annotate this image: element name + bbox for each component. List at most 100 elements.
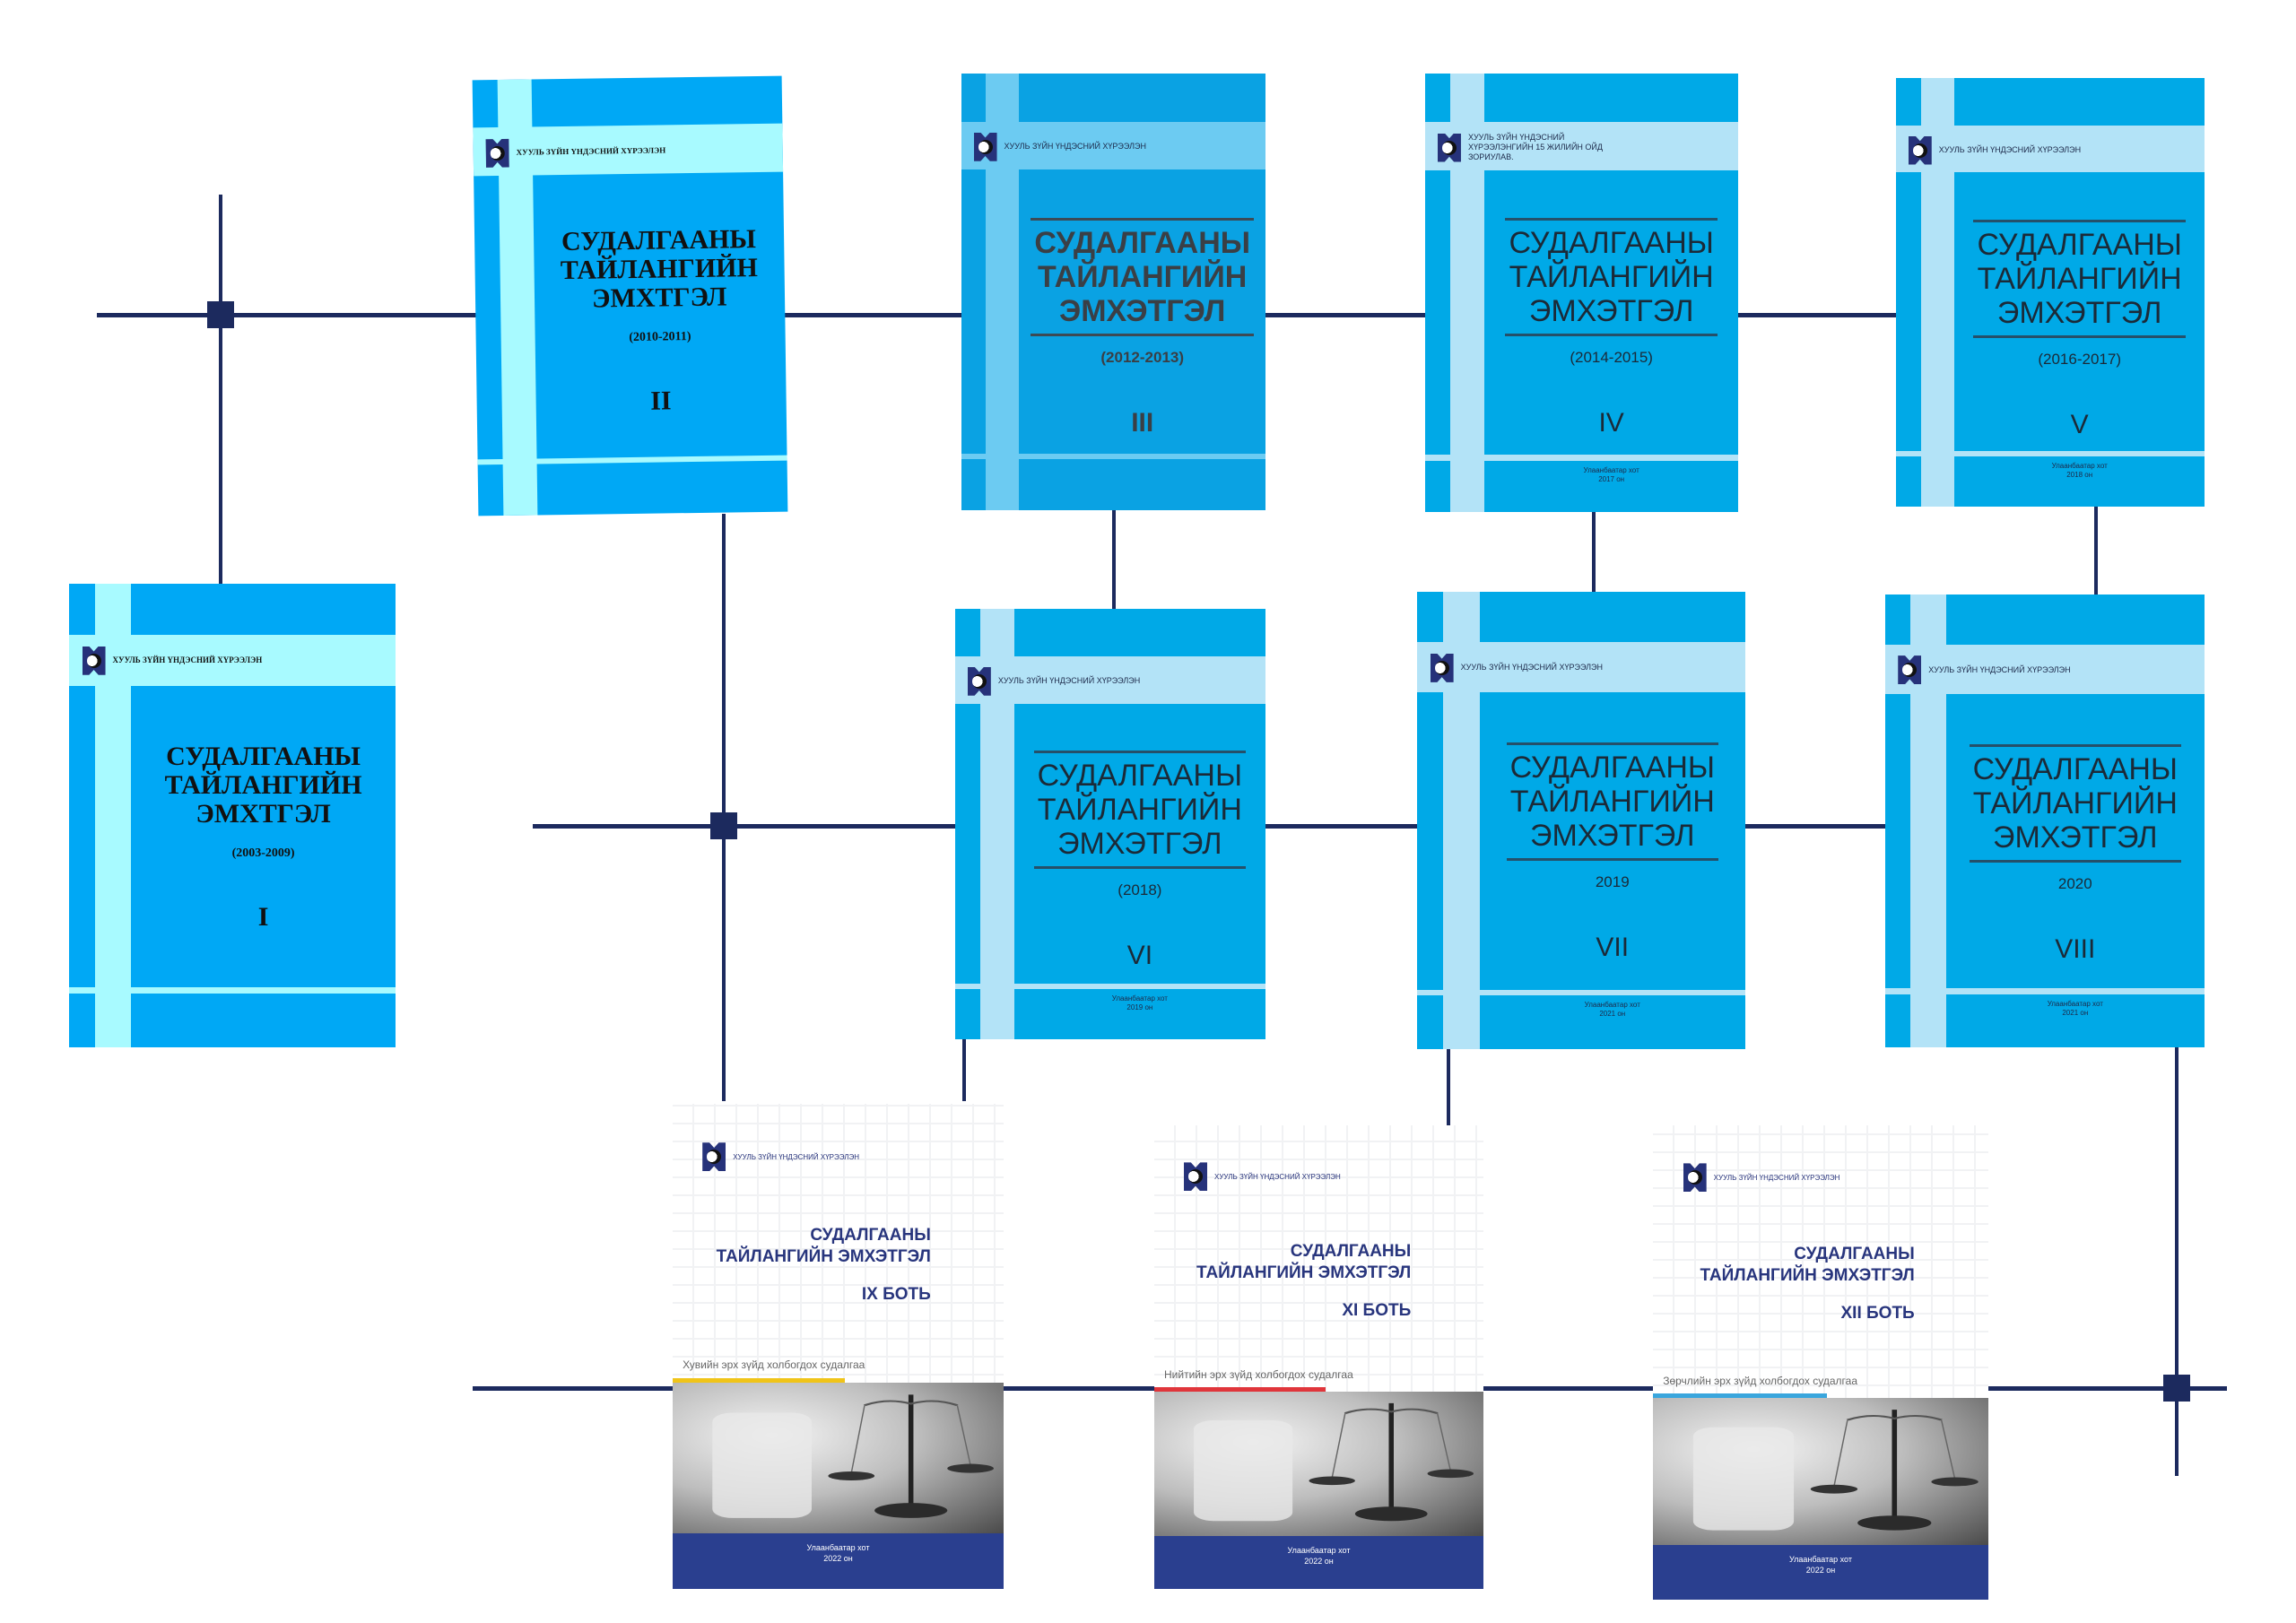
- cover-years: (2010-2011): [629, 330, 691, 345]
- cover-line: [1885, 988, 2205, 994]
- volume-number: III: [1131, 407, 1154, 438]
- volume-number: IX БОТЬ: [861, 1285, 931, 1305]
- cover-title-line: СУДАЛГААНЫ: [166, 741, 361, 771]
- cover-line: [1417, 989, 1745, 996]
- cover-line: [69, 986, 396, 994]
- publisher-name: ХУУЛЬ ЗҮЙН ҮНДЭСНИЙ ХҮРЭЭЛЭН: [112, 655, 263, 665]
- cover-years: (2014-2015): [1570, 349, 1653, 367]
- institute-logo-icon: [1184, 1162, 1208, 1192]
- connector-line: [2175, 1047, 2179, 1476]
- publisher-name: ХУУЛЬ ЗҮЙН ҮНДЭСНИЙ ХҮРЭЭЛЭН: [1928, 664, 2071, 674]
- cover-title-line: ТАЙЛАНГИЙН: [1509, 260, 1714, 295]
- cover-title-line: ЭМХЭТГЭЛ: [1528, 294, 1694, 329]
- volume-number: VIII: [2055, 933, 2096, 964]
- volume-number: II: [650, 386, 672, 417]
- imprint-year: 2022 он: [1805, 1566, 1836, 1575]
- publisher-name: ХУУЛЬ ЗҮЙН ҮНДЭСНИЙ ХҮРЭЭЛЭН: [1713, 1173, 1840, 1182]
- institute-logo: ХУУЛЬ ЗҮЙН ҮНДЭСНИЙ ХҮРЭЭЛЭН: [485, 136, 665, 168]
- accent-bar: [673, 1377, 845, 1383]
- volume-number: I: [257, 901, 269, 932]
- cover-subtitle: Хувийн эрх зүйд холбогдох судалгаа: [683, 1358, 865, 1372]
- institute-logo-icon: [1908, 135, 1932, 165]
- cover-title-line: СУДАЛГААНЫ: [1037, 759, 1243, 794]
- cover-years: 2019: [1595, 873, 1630, 891]
- cover-title-line: ТАЙЛАНГИЙН: [560, 253, 759, 286]
- cover-title-line: ТАЙЛАНГИЙН: [1038, 259, 1248, 294]
- institute-logo-icon: [485, 138, 509, 167]
- cover-title-line: ТАЙЛАНГИЙН: [1509, 785, 1715, 820]
- imprint-year: 2019 он: [1126, 1002, 1153, 1011]
- imprint-year: 2022 он: [1304, 1556, 1334, 1566]
- scales-of-justice-image: [673, 1383, 1004, 1533]
- institute-logo: ХУУЛЬ ЗҮЙН ҮНДЭСНИЙ ХҮРЭЭЛЭН: [973, 132, 1146, 161]
- institute-logo-icon: [1437, 133, 1461, 162]
- connector-line: [2094, 507, 2098, 595]
- institute-logo-icon: [1898, 655, 1922, 685]
- publisher-name: ХУУЛЬ ЗҮЙН ҮНДЭСНИЙ ХҮРЭЭЛЭН: [1214, 1172, 1341, 1181]
- connector-line: [1112, 510, 1116, 609]
- publisher-name: ХУУЛЬ ЗҮЙН ҮНДЭСНИЙ ХҮРЭЭЛЭН: [1460, 663, 1604, 673]
- publisher-name: ХУУЛЬ ЗҮЙН ҮНДЭСНИЙ ХҮРЭЭЛЭН: [516, 145, 666, 157]
- cover-title-block: СУДАЛГААНЫ ТАЙЛАНГИЙН ЭМХЭТГЭЛ IX БОТЬ: [673, 1225, 931, 1306]
- cover-subtitle: Зөрчлийн эрх зүйд холбогдох судалгаа: [1663, 1374, 1857, 1387]
- cover-band: [961, 121, 1265, 170]
- cover-line: [955, 983, 1265, 989]
- cover-title-line: ТАЙЛАНГИЙН ЭМХЭТГЭЛ: [716, 1247, 931, 1267]
- cover-title-line: ЭМХЭТГЭЛ: [1530, 819, 1695, 854]
- imprint-year: 2021 он: [1599, 1010, 1626, 1019]
- scales-of-justice-image: [1653, 1398, 1988, 1546]
- book-cover-vol-9[interactable]: ХУУЛЬ ЗҮЙН ҮНДЭСНИЙ ХҮРЭЭЛЭН СУДАЛГААНЫ ТА…: [673, 1104, 1004, 1589]
- cover-title-line: СУДАЛГААНЫ: [561, 224, 757, 257]
- accent-bar: [1154, 1387, 1326, 1393]
- cover-line: [1896, 450, 2205, 457]
- institute-logo-icon: [82, 646, 106, 675]
- book-cover-vol-4[interactable]: ХУУЛЬ ЗҮЙН ҮНДЭСНИЙ ХҮРЭЭЛЭНГИЙН 15 ЖИЛИ…: [1425, 74, 1738, 512]
- institute-logo: ХУУЛЬ ЗҮЙН ҮНДЭСНИЙ ХҮРЭЭЛЭН: [1898, 655, 2071, 685]
- institute-logo-icon: [1683, 1163, 1707, 1193]
- institute-logo-icon: [1430, 653, 1454, 682]
- scales-of-justice-image: [1154, 1392, 1483, 1536]
- imprint-city: Улаанбаатар хот: [806, 1542, 870, 1552]
- volume-number: IV: [1598, 408, 1624, 438]
- imprint-city: Улаанбаатар хот: [1287, 1545, 1351, 1555]
- publisher-name: ХУУЛЬ ЗҮЙН ҮНДЭСНИЙ ХҮРЭЭЛЭН: [733, 1152, 859, 1161]
- cover-band: [1885, 644, 2205, 695]
- imprint-city: Улаанбаатар хот: [1789, 1555, 1852, 1565]
- cover-title-line: ЭМХТГЭЛ: [196, 798, 331, 829]
- institute-logo-icon: [967, 666, 991, 696]
- connector-node: [207, 301, 234, 328]
- cover-band: [69, 634, 396, 686]
- cover-years: (2018): [1118, 881, 1162, 899]
- cover-band: [955, 655, 1265, 704]
- connector-line: [962, 1039, 966, 1101]
- cover-years: (2012-2013): [1100, 348, 1185, 366]
- institute-logo: ХУУЛЬ ЗҮЙН ҮНДЭСНИЙ ХҮРЭЭЛЭН: [1184, 1162, 1341, 1192]
- cover-title-line: СУДАЛГААНЫ: [1509, 751, 1715, 785]
- volume-number: XI БОТЬ: [1342, 1301, 1412, 1321]
- cover-title-line: ТАЙЛАНГИЙН ЭМХЭТГЭЛ: [1700, 1266, 1915, 1286]
- connector-line: [722, 514, 726, 1101]
- cover-title-line: СУДАЛГААНЫ: [810, 1226, 931, 1245]
